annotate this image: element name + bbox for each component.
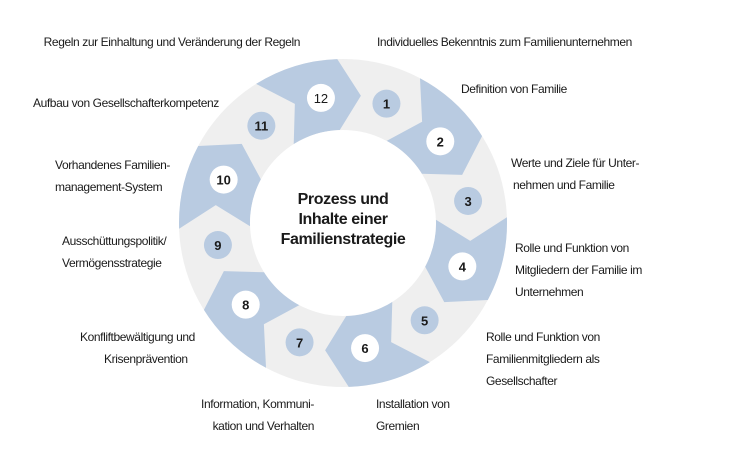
step-badge-11 xyxy=(247,111,276,140)
step-badge-8 xyxy=(231,290,260,319)
step-badge-4 xyxy=(448,252,477,281)
step-number: 8 xyxy=(242,298,249,313)
center-circle xyxy=(250,130,436,316)
step-badge-2 xyxy=(426,127,455,156)
label-step-7: Information, Kommuni-kation und Verhalte… xyxy=(201,397,314,433)
step-badge-7 xyxy=(285,328,314,357)
center-title-line: Inhalte einer xyxy=(298,211,388,228)
label-step-11: Aufbau von Gesellschafterkompetenz xyxy=(33,96,219,110)
step-number: 4 xyxy=(459,259,467,274)
center-title-line: Familienstrategie xyxy=(280,231,406,248)
step-badge-6 xyxy=(351,334,380,363)
segment-step-8 xyxy=(203,271,300,368)
step-number: 9 xyxy=(214,238,221,253)
step-number: 3 xyxy=(464,194,471,209)
step-number: 12 xyxy=(314,91,328,106)
step-badge-12 xyxy=(306,83,335,112)
center-title-line: Prozess und xyxy=(297,191,389,208)
step-number: 6 xyxy=(361,341,368,356)
step-number: 5 xyxy=(421,313,428,328)
step-badge-10 xyxy=(209,165,238,194)
step-number: 10 xyxy=(216,173,230,188)
label-step-1: Individuelles Bekenntnis zum Familienunt… xyxy=(377,35,632,49)
step-number: 11 xyxy=(254,119,268,134)
step-badge-1 xyxy=(372,89,401,118)
label-step-9: Ausschüttungspolitik/Vermögensstrategie xyxy=(62,234,167,270)
step-number: 1 xyxy=(383,97,390,112)
step-badge-9 xyxy=(203,231,232,260)
label-step-2: Definition von Familie xyxy=(461,82,567,96)
segment-step-2 xyxy=(386,78,483,175)
step-number: 7 xyxy=(296,335,303,350)
label-step-10: Vorhandenes Familien-management-System xyxy=(55,158,171,194)
label-step-12: Regeln zur Einhaltung und Veränderung de… xyxy=(43,35,301,49)
step-badge-5 xyxy=(410,306,439,335)
step-badge-3 xyxy=(454,186,483,215)
label-step-3: Werte und Ziele für Unter-nehmen und Fam… xyxy=(511,156,640,192)
step-number: 2 xyxy=(437,134,444,149)
center-title: Prozess und Inhalte einer Familienstrate… xyxy=(253,190,433,250)
